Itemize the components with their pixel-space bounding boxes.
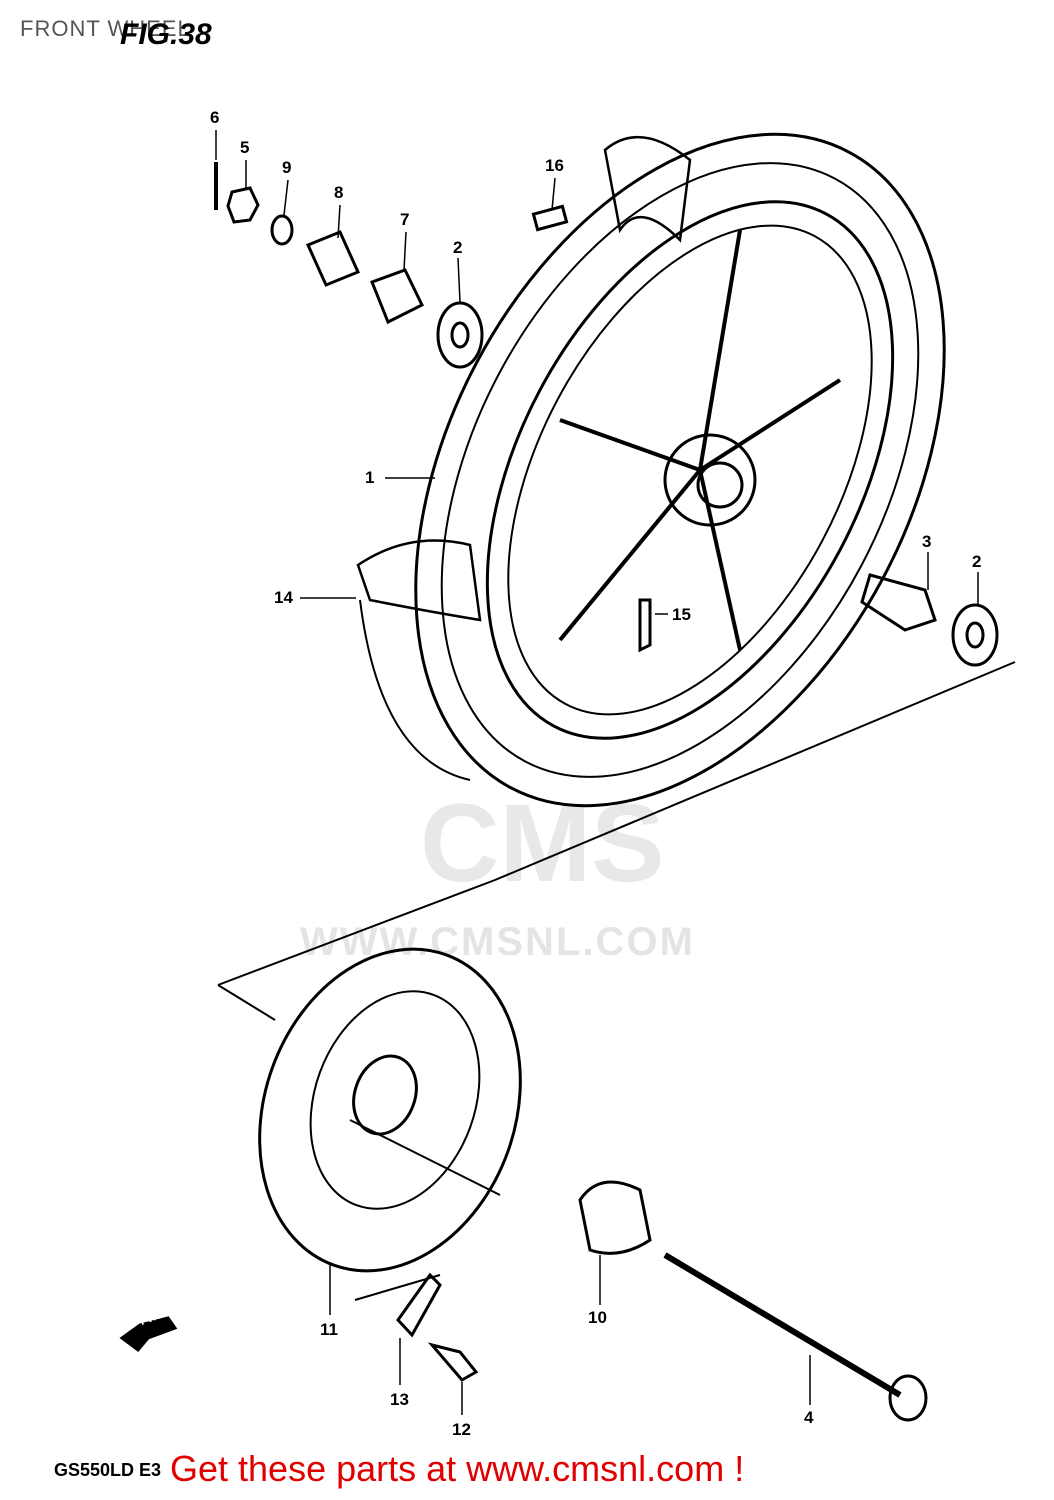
rim: [485, 200, 895, 740]
fwd-arrow: [119, 1316, 178, 1353]
callout-3: 3: [922, 532, 932, 551]
callout-16: 16: [545, 156, 564, 175]
callout-2: 2: [453, 238, 463, 257]
callout-1: 1: [365, 468, 375, 487]
callout-13: 13: [390, 1390, 409, 1409]
nut-5: [226, 186, 260, 224]
callout-9: 9: [282, 158, 292, 177]
callout-4: 4: [804, 1408, 814, 1427]
brake-disc-11: [258, 947, 522, 1273]
dust-seal-10: [578, 1180, 652, 1255]
axle-4: [663, 1252, 902, 1398]
callout-14: 14: [274, 588, 293, 607]
tire: [414, 132, 946, 808]
spacer-7: [370, 268, 424, 325]
spacer-3: [860, 573, 937, 632]
washer-9: [270, 214, 294, 246]
callout-6: 6: [210, 108, 220, 127]
callout-5: 5: [240, 138, 250, 157]
hub: [663, 433, 757, 527]
callout-7: 7: [400, 210, 410, 229]
section-title: FRONT WHEEL: [20, 16, 191, 41]
model-code: GS550LD E3: [54, 1460, 162, 1480]
bearing-2b: [951, 603, 999, 667]
callout-11: 11: [320, 1320, 338, 1339]
bolt-12: [427, 1342, 479, 1382]
lock-washer-13: [396, 1272, 442, 1338]
spacer-8: [305, 230, 361, 287]
wheel-spokes: [558, 229, 842, 651]
callout-12: 12: [452, 1420, 471, 1439]
watermark-url: WWW.CMSNL.COM: [300, 920, 695, 964]
callout-15: 15: [672, 605, 691, 624]
callout-2b: 2: [972, 552, 982, 571]
valve-15: [638, 598, 652, 653]
callout-8: 8: [334, 183, 344, 202]
callout-10: 10: [588, 1308, 607, 1327]
bearing-2: [436, 301, 484, 369]
balance-weight-16: [531, 204, 569, 232]
promo-link[interactable]: Get these parts at www.cmsnl.com !: [170, 1448, 745, 1489]
figure-label: FIG.38: [120, 18, 212, 51]
